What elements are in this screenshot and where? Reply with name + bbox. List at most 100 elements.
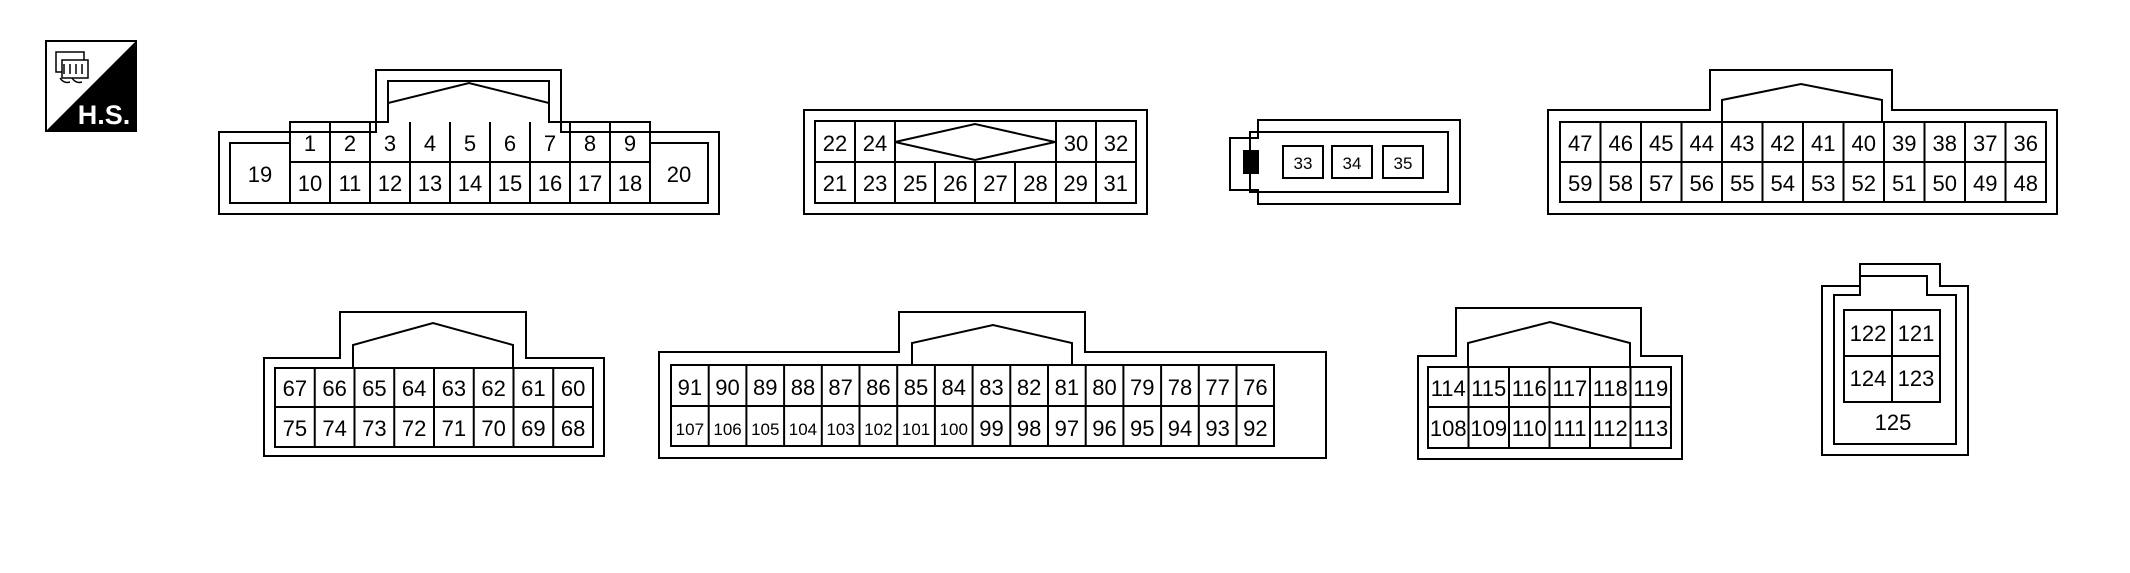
pin-53: 53 xyxy=(1811,171,1835,196)
pin-30: 30 xyxy=(1064,131,1088,156)
pin-row-top-right: 30 32 xyxy=(1064,131,1128,156)
harness-side-badge: H.S. xyxy=(45,40,137,132)
pin-93: 93 xyxy=(1205,416,1229,441)
pin-17: 17 xyxy=(578,171,602,196)
pin-52: 52 xyxy=(1852,171,1876,196)
pin-37: 37 xyxy=(1973,131,1997,156)
pin-32: 32 xyxy=(1104,131,1128,156)
pin-70: 70 xyxy=(481,416,505,441)
pin-106: 106 xyxy=(713,420,741,439)
pin-82: 82 xyxy=(1017,375,1041,400)
pin-55: 55 xyxy=(1730,171,1754,196)
pin-91: 91 xyxy=(678,375,702,400)
pin-92: 92 xyxy=(1243,416,1267,441)
pin-78: 78 xyxy=(1168,375,1192,400)
pin-95: 95 xyxy=(1130,416,1154,441)
pin-112: 112 xyxy=(1593,416,1628,441)
pin-20: 20 xyxy=(667,162,691,187)
pin-row-top-left: 22 24 xyxy=(823,131,887,156)
pin-107: 107 xyxy=(676,420,704,439)
pin-42: 42 xyxy=(1771,131,1795,156)
pin-cell xyxy=(1382,145,1424,179)
pin-77: 77 xyxy=(1205,375,1229,400)
pin-81: 81 xyxy=(1055,375,1079,400)
pin-96: 96 xyxy=(1092,416,1116,441)
pin-14: 14 xyxy=(458,171,482,196)
pin-73: 73 xyxy=(362,416,386,441)
pin-71: 71 xyxy=(442,416,466,441)
pin-69: 69 xyxy=(521,416,545,441)
pin-63: 63 xyxy=(442,376,466,401)
pin-113: 113 xyxy=(1633,416,1668,441)
pin-10: 10 xyxy=(298,171,322,196)
pin-103: 103 xyxy=(826,420,854,439)
pin-75: 75 xyxy=(283,416,307,441)
pin-80: 80 xyxy=(1092,375,1116,400)
pin-86: 86 xyxy=(866,375,890,400)
pin-66: 66 xyxy=(322,376,346,401)
pin-44: 44 xyxy=(1690,131,1714,156)
pin-72: 72 xyxy=(402,416,426,441)
pin-115: 115 xyxy=(1471,376,1506,401)
pin-38: 38 xyxy=(1933,131,1957,156)
pin-122: 122 xyxy=(1850,321,1887,346)
pin-19: 19 xyxy=(248,162,272,187)
pin-43: 43 xyxy=(1730,131,1754,156)
pin-39: 39 xyxy=(1892,131,1916,156)
pin-54: 54 xyxy=(1771,171,1795,196)
pin-45: 45 xyxy=(1649,131,1673,156)
pin-111: 111 xyxy=(1553,416,1586,441)
pin-cell xyxy=(1282,145,1324,179)
pin-50: 50 xyxy=(1933,171,1957,196)
pin-6: 6 xyxy=(504,131,516,156)
pin-100: 100 xyxy=(940,420,968,439)
pin-48: 48 xyxy=(2014,171,2038,196)
pin-108: 108 xyxy=(1430,416,1467,441)
pin-123: 123 xyxy=(1898,366,1935,391)
pin-51: 51 xyxy=(1892,171,1916,196)
pin-101: 101 xyxy=(902,420,930,439)
pin-18: 18 xyxy=(618,171,642,196)
pin-60: 60 xyxy=(561,376,585,401)
pin-116: 116 xyxy=(1512,376,1547,401)
pin-124: 124 xyxy=(1850,366,1887,391)
pin-119: 119 xyxy=(1633,376,1668,401)
pin-102: 102 xyxy=(864,420,892,439)
pin-3: 3 xyxy=(384,131,396,156)
pin-117: 117 xyxy=(1552,376,1587,401)
pin-34: 34 xyxy=(1343,154,1362,173)
pin-64: 64 xyxy=(402,376,426,401)
pin-16: 16 xyxy=(538,171,562,196)
pin-49: 49 xyxy=(1973,171,1997,196)
pin-13: 13 xyxy=(418,171,442,196)
pin-59: 59 xyxy=(1568,171,1592,196)
pin-9: 9 xyxy=(624,131,636,156)
pin-23: 23 xyxy=(863,171,887,196)
pin-24: 24 xyxy=(863,131,887,156)
pin-22: 22 xyxy=(823,131,847,156)
pin-40: 40 xyxy=(1852,131,1876,156)
pin-41: 41 xyxy=(1811,131,1835,156)
pin-110: 110 xyxy=(1512,416,1547,441)
pin-90: 90 xyxy=(715,375,739,400)
pin-56: 56 xyxy=(1690,171,1714,196)
pin-4: 4 xyxy=(424,131,436,156)
pin-97: 97 xyxy=(1055,416,1079,441)
